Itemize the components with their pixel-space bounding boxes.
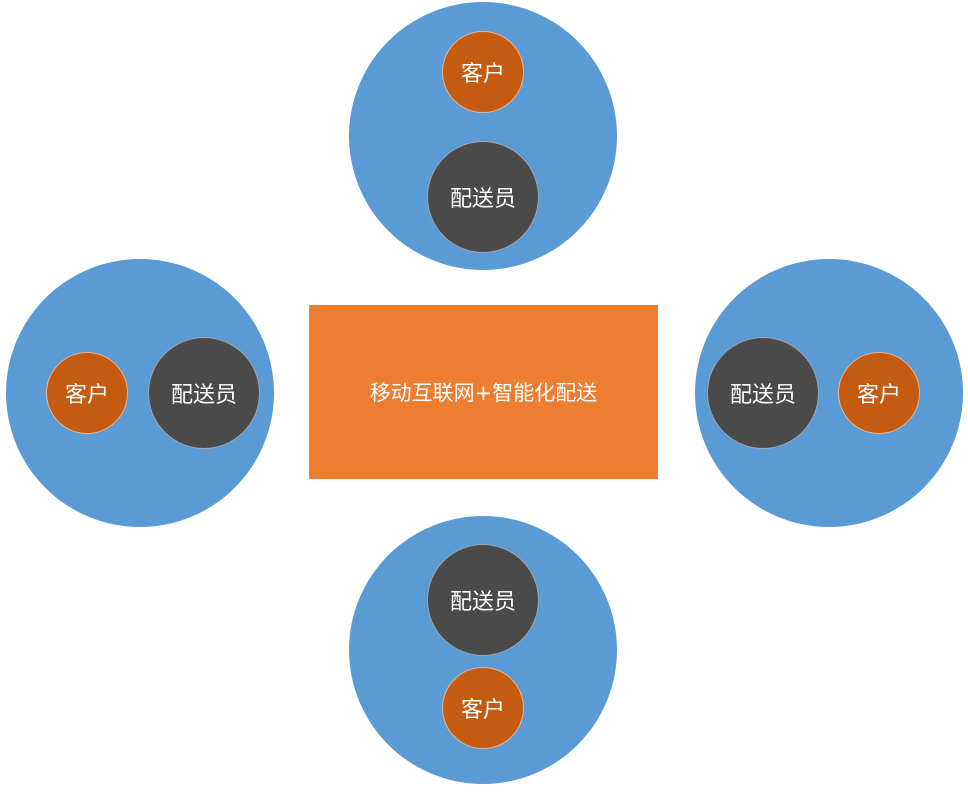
courier-node-bottom: 配送员 (427, 544, 539, 656)
customer-node-top: 客户 (442, 31, 524, 113)
customer-node-right: 客户 (838, 352, 920, 434)
courier-node-left: 配送员 (148, 337, 260, 449)
courier-node-right: 配送员 (707, 337, 819, 449)
courier-node-top: 配送员 (427, 141, 539, 253)
customer-node-left: 客户 (46, 352, 128, 434)
center-concept-box: 移动互联网+智能化配送 (309, 305, 658, 479)
customer-node-bottom: 客户 (442, 667, 524, 749)
